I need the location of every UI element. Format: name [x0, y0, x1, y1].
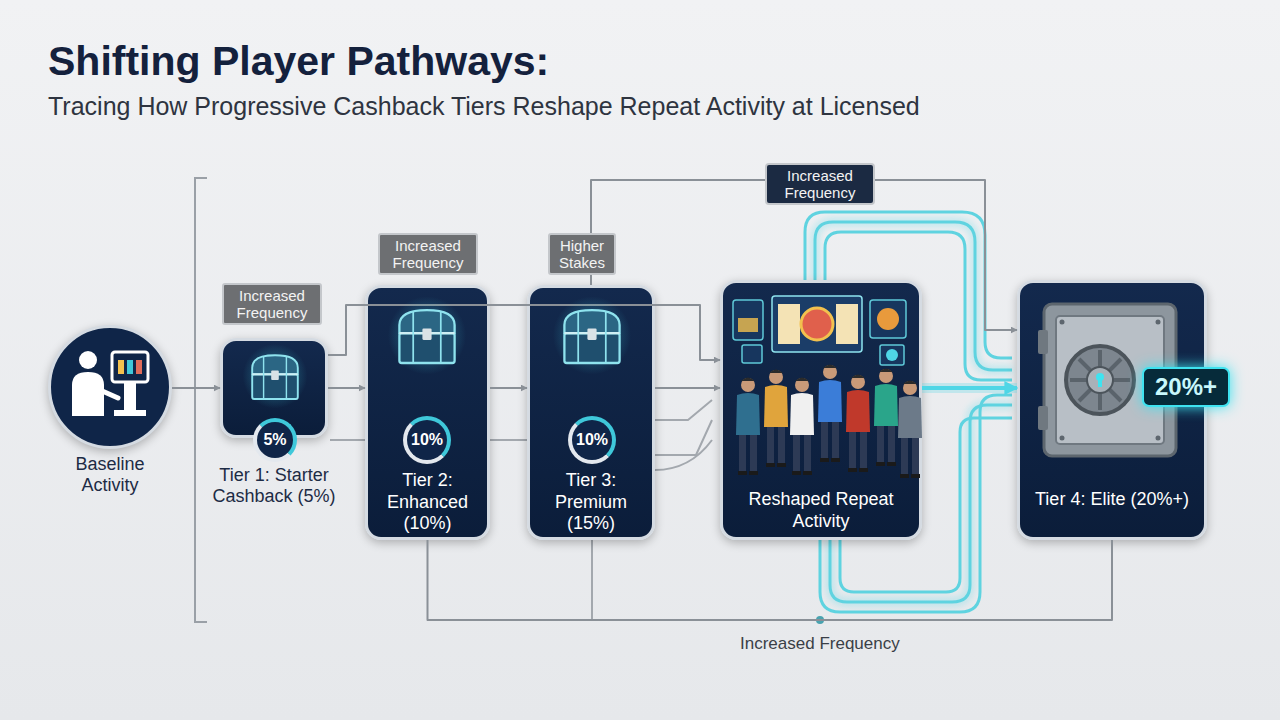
flow-arrow [655, 388, 720, 389]
guide-lines [330, 439, 368, 441]
outcome-box: Reshaped Repeat Activity [720, 280, 922, 540]
percent-value: 5% [263, 431, 286, 449]
flow-arrow [490, 388, 527, 389]
guide-lines [655, 440, 712, 470]
guide-lines [655, 420, 712, 455]
guide-lines [655, 400, 712, 420]
flow-arrow [328, 388, 365, 389]
tier-label: Tier 4: Elite (20%+) [1026, 489, 1198, 511]
outcome-label: Reshaped Repeat Activity [729, 489, 913, 532]
percent-badge: 10% [403, 416, 451, 464]
tier-label: Tier 1: Starter Cashback (5%) [208, 465, 340, 507]
percent-value: 10% [411, 431, 443, 449]
guide-lines [330, 180, 985, 620]
flow-arrow [428, 540, 1113, 620]
tier-label: Tier 2: Enhanced (10%) [374, 470, 481, 535]
connector-line [490, 387, 527, 389]
tag-label: Increased Frequency [222, 283, 322, 325]
guide-lines [591, 540, 593, 620]
tier-box: Tier 3: Premium (15%) 10% [527, 285, 655, 540]
tier-box: Tier 4: Elite (20%+)20%+ [1017, 280, 1207, 540]
start-circle: Baseline Activity [48, 325, 172, 449]
diagram-subtitle: Tracing How Progressive Cashback Tiers R… [48, 92, 920, 121]
tag-label: Increased Frequency [765, 163, 875, 205]
percent-value: 10% [576, 431, 608, 449]
connector-line [655, 387, 720, 389]
percent-badge: 10% [568, 416, 616, 464]
guide-lines [490, 439, 530, 441]
arrow-glow [922, 383, 1017, 393]
tag-text: Increased Frequency [767, 167, 873, 202]
flow-arrow [172, 388, 220, 389]
percent-value: 20%+ [1155, 373, 1217, 401]
diagram-title: Shifting Player Pathways: [48, 38, 549, 85]
tier-box: Tier 1: Starter Cashback (5%)5% [220, 338, 328, 438]
left-bracket [195, 178, 207, 622]
tier-label: Tier 3: Premium (15%) [536, 470, 646, 535]
highlight-arrow [922, 388, 1017, 389]
connector-line [922, 386, 1017, 390]
tier-box: Tier 2: Enhanced (10%) 10% [365, 285, 490, 540]
percent-badge: 5% [253, 418, 297, 462]
connector-line [172, 387, 220, 389]
percent-badge: 20%+ [1142, 367, 1230, 407]
left-bracket [195, 178, 207, 622]
label-dot [816, 616, 824, 624]
node-label: Baseline Activity [50, 454, 170, 496]
tag-text: Higher Stakes [550, 237, 614, 272]
tag-label: Increased Frequency [378, 233, 478, 275]
connector-line [428, 540, 1113, 620]
tag-text: Increased Frequency [380, 237, 476, 272]
tag-text: Increased Frequency [224, 287, 320, 322]
edge-label: Increased Frequency [740, 634, 900, 654]
connector-line [328, 387, 365, 389]
tag-label: Higher Stakes [548, 233, 616, 275]
guide-lines [984, 180, 986, 300]
